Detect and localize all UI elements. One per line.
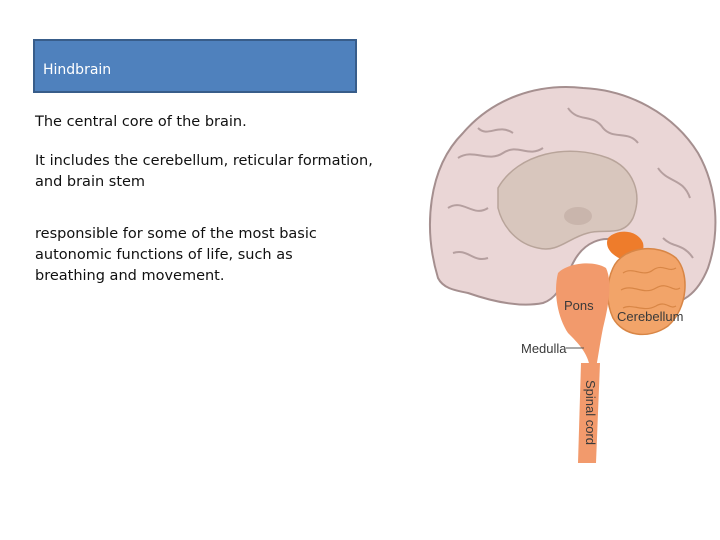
brain-figure: Pons Cerebellum Medulla Spinal cord (418, 68, 720, 468)
slide-title: Hindbrain (43, 62, 112, 78)
cerebellum-folds (620, 266, 681, 310)
pons-label: Pons (564, 298, 594, 313)
brain-illustration: Pons Cerebellum Medulla Spinal cord (429, 86, 717, 463)
title-box: Hindbrain (33, 39, 357, 93)
cerebellum-label: Cerebellum (617, 309, 683, 324)
spinal-cord-label: Spinal cord (583, 380, 598, 445)
inner-region (497, 150, 638, 250)
cerebellum (607, 247, 686, 336)
gyri-lines (447, 107, 694, 261)
spinal-cord (578, 363, 600, 463)
brainstem (556, 263, 610, 368)
paragraph-functions: responsible for some of the most basic a… (35, 226, 317, 284)
paragraph-core: The central core of the brain. (35, 114, 247, 130)
medulla-label: Medulla (521, 341, 567, 356)
paragraph-includes: It includes the cerebellum, reticular fo… (35, 153, 373, 190)
thalamus (564, 207, 592, 225)
